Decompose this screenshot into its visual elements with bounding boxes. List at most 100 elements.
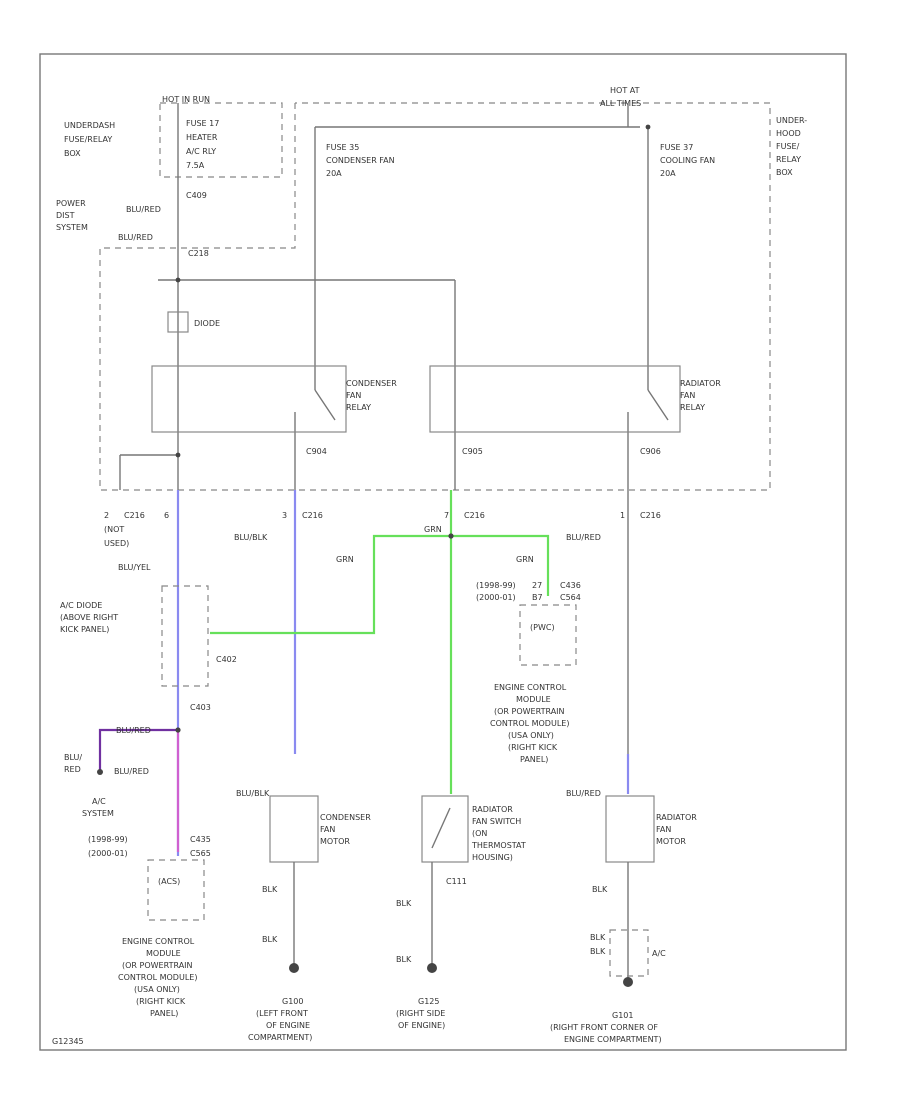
g100-2: (LEFT FRONT <box>256 1009 308 1018</box>
rad-motor-2: FAN <box>656 825 671 834</box>
rad-motor-1: RADIATOR <box>656 813 697 822</box>
fuse37-1: FUSE 37 <box>660 143 693 152</box>
ecm-r-t3: (OR POWERTRAIN <box>494 707 565 716</box>
ecm-l-conn2: C565 <box>190 849 211 858</box>
ecm-r-year1: (1998-99) <box>476 581 516 590</box>
radiator-fan-motor-box <box>605 795 655 863</box>
power-dist-2: DIST <box>56 211 75 220</box>
c216-1-pin: 1 <box>620 511 625 520</box>
ecm-l-t5: (USA ONLY) <box>134 985 180 994</box>
c111-label: C111 <box>446 877 467 886</box>
c216-notused-used: USED) <box>104 539 129 548</box>
g125-ground <box>427 963 437 973</box>
rad-switch-1: RADIATOR <box>472 805 513 814</box>
blk-label-5: BLK <box>592 885 608 894</box>
blu-red-wire-a: BLU/RED <box>126 205 161 214</box>
fuse35-2: CONDENSER FAN <box>326 156 395 165</box>
fuse17-line3: A/C RLY <box>186 147 216 156</box>
ac-ground-box <box>609 929 649 977</box>
underhood-1: UNDER- <box>776 116 807 125</box>
red-label: RED <box>64 765 81 774</box>
purple-wire <box>98 728 178 770</box>
grn-low-label: GRN <box>516 555 534 564</box>
c402-label: C402 <box>216 655 237 664</box>
underdash-box-label-2: FUSE/RELAY <box>64 135 112 144</box>
rad-relay-2: FAN <box>680 391 695 400</box>
underhood-5: BOX <box>776 168 793 177</box>
c216-notused-c216: C216 <box>124 511 145 520</box>
rad-relay-1: RADIATOR <box>680 379 721 388</box>
blu-red-d-label: BLU/RED <box>116 726 151 735</box>
radiator-fan-relay <box>429 365 681 433</box>
ecm-l-t6: (RIGHT KICK <box>136 997 186 1006</box>
ecm-r-pin2: B7 <box>532 593 543 602</box>
pwc-label: (PWC) <box>530 623 555 632</box>
g101-3: ENGINE COMPARTMENT) <box>564 1035 662 1044</box>
blk-label-2: BLK <box>262 935 278 944</box>
underdash-box-label-3: BOX <box>64 149 81 158</box>
blu-red-c-label: BLU/RED <box>566 533 601 542</box>
c216-notused-pin2: 2 <box>104 511 109 520</box>
blu-red-e-label: BLU/RED <box>114 767 149 776</box>
c216-notused-pin6: 6 <box>164 511 169 520</box>
c216-7-pin: 7 <box>444 511 449 520</box>
cond-relay-1: CONDENSER <box>346 379 397 388</box>
rad-switch-2: FAN SWITCH <box>472 817 521 826</box>
diode-symbol <box>167 311 189 333</box>
ac-ground-label: A/C <box>652 949 666 958</box>
c904-label: C904 <box>306 447 327 456</box>
c216-1-label: C216 <box>640 511 661 520</box>
rad-motor-3: MOTOR <box>656 837 686 846</box>
c403-label: C403 <box>190 703 211 712</box>
g125-1: G125 <box>418 997 439 1006</box>
blk-label-3: BLK <box>396 899 412 908</box>
ecm-l-year1: (1998-99) <box>88 835 128 844</box>
underhood-4: RELAY <box>776 155 801 164</box>
fuse17-line1: FUSE 17 <box>186 119 219 128</box>
ac-diode-box <box>161 585 209 687</box>
rad-switch-3: (ON <box>472 829 487 838</box>
acs-box <box>147 859 205 921</box>
underdash-box-label-1: UNDERDASH <box>64 121 115 130</box>
underhood-fuse-box <box>99 102 771 491</box>
blu-blk-label: BLU/BLK <box>234 533 268 542</box>
cond-motor-1: CONDENSER <box>320 813 371 822</box>
ecm-r-conn2: C564 <box>560 593 581 602</box>
blu-red-f-label: BLU/ <box>64 753 82 762</box>
c906-label: C906 <box>640 447 661 456</box>
underhood-3: FUSE/ <box>776 142 800 151</box>
grn-mid-label: GRN <box>336 555 354 564</box>
c216-notused-not: (NOT <box>104 525 124 534</box>
pwc-box <box>519 604 577 666</box>
fuse35-3: 20A <box>326 169 342 178</box>
power-dist-1: POWER <box>56 199 86 208</box>
ecm-l-t3: (OR POWERTRAIN <box>122 961 193 970</box>
ecm-r-t6: (RIGHT KICK <box>508 743 558 752</box>
blk-label-4: BLK <box>396 955 412 964</box>
ac-diode-3: KICK PANEL) <box>60 625 109 634</box>
condenser-fan-relay <box>151 365 347 433</box>
diagram-id-code: G12345 <box>52 1037 84 1046</box>
rad-switch-4: THERMOSTAT <box>471 841 526 850</box>
ac-system-1: A/C <box>92 797 106 806</box>
blu-red-wire-b: BLU/RED <box>118 233 153 242</box>
radiator-fan-switch-box <box>421 795 469 863</box>
g125-3: OF ENGINE) <box>398 1021 445 1030</box>
fuse37-2: COOLING FAN <box>660 156 715 165</box>
g100-3: OF ENGINE <box>266 1021 310 1030</box>
ecm-l-year2: (2000-01) <box>88 849 128 858</box>
ecm-r-t7: PANEL) <box>520 755 548 764</box>
c409-label: C409 <box>186 191 207 200</box>
ecm-r-t2: MODULE <box>516 695 551 704</box>
diode-label: DIODE <box>194 319 220 328</box>
ecm-r-t1: ENGINE CONTROL <box>494 683 567 692</box>
ecm-r-conn1: C436 <box>560 581 581 590</box>
g100-1: G100 <box>282 997 303 1006</box>
fuse37-3: 20A <box>660 169 676 178</box>
ac-system-2: SYSTEM <box>82 809 114 818</box>
ac-diode-1: A/C DIODE <box>60 601 102 610</box>
g101-1: G101 <box>612 1011 633 1020</box>
cond-motor-2: FAN <box>320 825 335 834</box>
blk-label-7: BLK <box>590 947 606 956</box>
